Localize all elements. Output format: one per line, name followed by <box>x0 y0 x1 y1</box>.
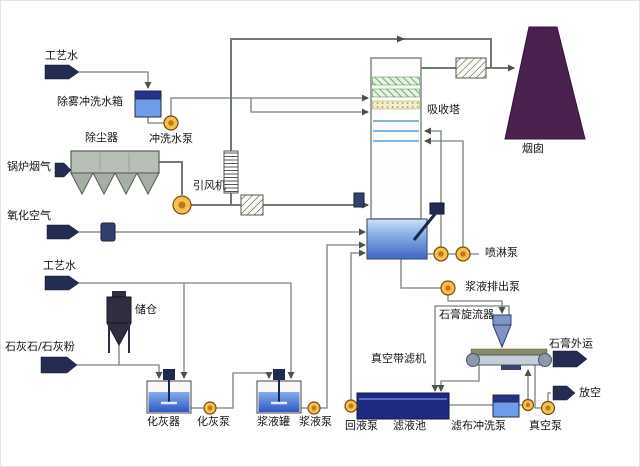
label-slurry-discharge-pump: 浆液排出泵 <box>465 280 520 293</box>
pipe-spray-line-2 <box>424 137 464 247</box>
cloth-flush-tank <box>492 394 520 418</box>
pipe-flush-tank-to-pump <box>147 117 164 124</box>
vent-arrow <box>552 385 576 401</box>
pipe-limestone-to-slaker <box>77 364 163 379</box>
label-chimney: 烟囱 <box>522 142 544 155</box>
pipe-to-cyclone <box>447 295 506 314</box>
id-fan-icon <box>172 195 192 215</box>
slurry-pump-icon <box>307 401 321 415</box>
gas-heater-outlet <box>455 57 487 79</box>
pipe-filtrate-to-pool <box>437 365 480 392</box>
duct-esp-to-fan <box>159 161 183 195</box>
gypsum-cyclone-shape <box>492 314 512 349</box>
bypass-damper <box>223 150 239 194</box>
pipe-process-water-to-flush-tank <box>79 71 152 89</box>
demister-flush-tank <box>134 90 162 118</box>
label-storage-silo: 储仓 <box>135 303 157 316</box>
label-gypsum-cyclone: 石膏旋流器 <box>439 308 494 321</box>
lime-slaker-tank <box>146 369 192 414</box>
limestone-arrow <box>40 356 78 374</box>
spray-pump-icon-2 <box>455 246 471 262</box>
pipe-vacuum-suction <box>534 365 541 409</box>
demister-layer-2 <box>372 88 420 98</box>
chimney-stack <box>504 26 586 140</box>
pipe-cyclone-overflow-to-pool <box>431 305 510 392</box>
slurry-tank-shape <box>256 369 302 414</box>
label-oxidation-air: 氧化空气 <box>7 209 51 222</box>
slaker-agitator-motor <box>163 369 175 380</box>
pipe-discharge-pump-suction <box>400 259 441 289</box>
bypass-arrowhead <box>397 35 405 43</box>
label-vacuum-pump: 真空泵 <box>529 419 562 432</box>
slurry-discharge-pump-icon <box>440 280 456 296</box>
pipe-slurry-to-absorber <box>320 241 366 409</box>
tank-agitator-motor <box>429 202 445 215</box>
pipe-vent <box>547 392 551 401</box>
pipe-network <box>77 35 551 409</box>
vacuum-belt-filter-shape <box>466 348 552 370</box>
label-id-fan: 引风机 <box>193 179 226 192</box>
label-slurry-pump: 浆液泵 <box>299 415 332 428</box>
label-lime-slaker: 化灰器 <box>147 415 180 428</box>
packing-layer <box>372 100 420 110</box>
pipe-lime-pump-to-slurry-tank <box>216 372 273 409</box>
duct-bypass <box>230 38 492 204</box>
belt-roller-right <box>538 353 552 367</box>
label-cloth-flush-pump: 滤布冲洗泵 <box>451 419 506 432</box>
label-boiler-flue-gas: 锅炉烟气 <box>7 160 51 173</box>
slurry-agitator-motor <box>273 369 285 380</box>
gypsum-out-arrow <box>552 350 588 368</box>
label-lime-pump: 化灰泵 <box>197 415 230 428</box>
oxidation-blower <box>100 222 116 242</box>
label-demister-flush-tank: 除雾冲洗水箱 <box>57 95 123 108</box>
filter-cake <box>470 348 548 356</box>
label-process-water-top: 工艺水 <box>45 49 78 62</box>
tank-agitator-shaft <box>412 213 437 241</box>
process-water-mid-arrow <box>44 275 80 291</box>
label-vent: 放空 <box>579 386 601 399</box>
pipe-return-to-absorber <box>350 249 366 400</box>
absorber-reaction-tank <box>366 218 428 260</box>
boiler-flue-gas-arrow <box>54 162 72 178</box>
belt-roller-left <box>466 353 480 367</box>
label-absorber-tower: 吸收塔 <box>427 103 460 116</box>
label-spray-pump: 喷淋泵 <box>485 246 518 259</box>
absorber-inlet-damper <box>353 192 365 208</box>
dust-collector-esp <box>70 150 160 196</box>
label-filtrate-pool: 滤液池 <box>393 419 426 432</box>
spray-pump-icon-1 <box>433 246 449 262</box>
label-limestone-powder: 石灰石/石灰粉 <box>5 340 75 353</box>
label-flush-water-pump: 冲洗水泵 <box>149 132 193 145</box>
lime-pump-icon <box>203 401 217 415</box>
gas-heater-inlet <box>240 194 264 216</box>
return-liquid-pump-icon <box>344 399 358 413</box>
flush-water-pump-icon <box>163 115 179 131</box>
process-water-top-arrow <box>44 64 80 80</box>
label-process-water-mid: 工艺水 <box>43 259 76 272</box>
storage-silo-shape <box>106 291 132 353</box>
label-gypsum-out: 石膏外运 <box>549 337 593 350</box>
label-slurry-tank: 浆液罐 <box>257 415 290 428</box>
demister-layer-1 <box>372 76 420 86</box>
label-return-liquid-pump: 回液泵 <box>345 419 378 432</box>
vacuum-pump-icon <box>540 400 556 416</box>
pipe-demister-wash-1 <box>170 94 369 116</box>
cloth-flush-pump-icon <box>521 398 535 412</box>
absorber-tower-shape <box>366 57 445 260</box>
label-dust-collector: 除尘器 <box>85 131 118 144</box>
pipe-demister-wash-2 <box>250 98 369 116</box>
oxidation-air-arrow <box>46 224 80 240</box>
vacuum-box <box>501 365 521 370</box>
label-vacuum-belt-filter: 真空带滤机 <box>371 352 426 365</box>
filtrate-pool-shape <box>356 392 450 420</box>
